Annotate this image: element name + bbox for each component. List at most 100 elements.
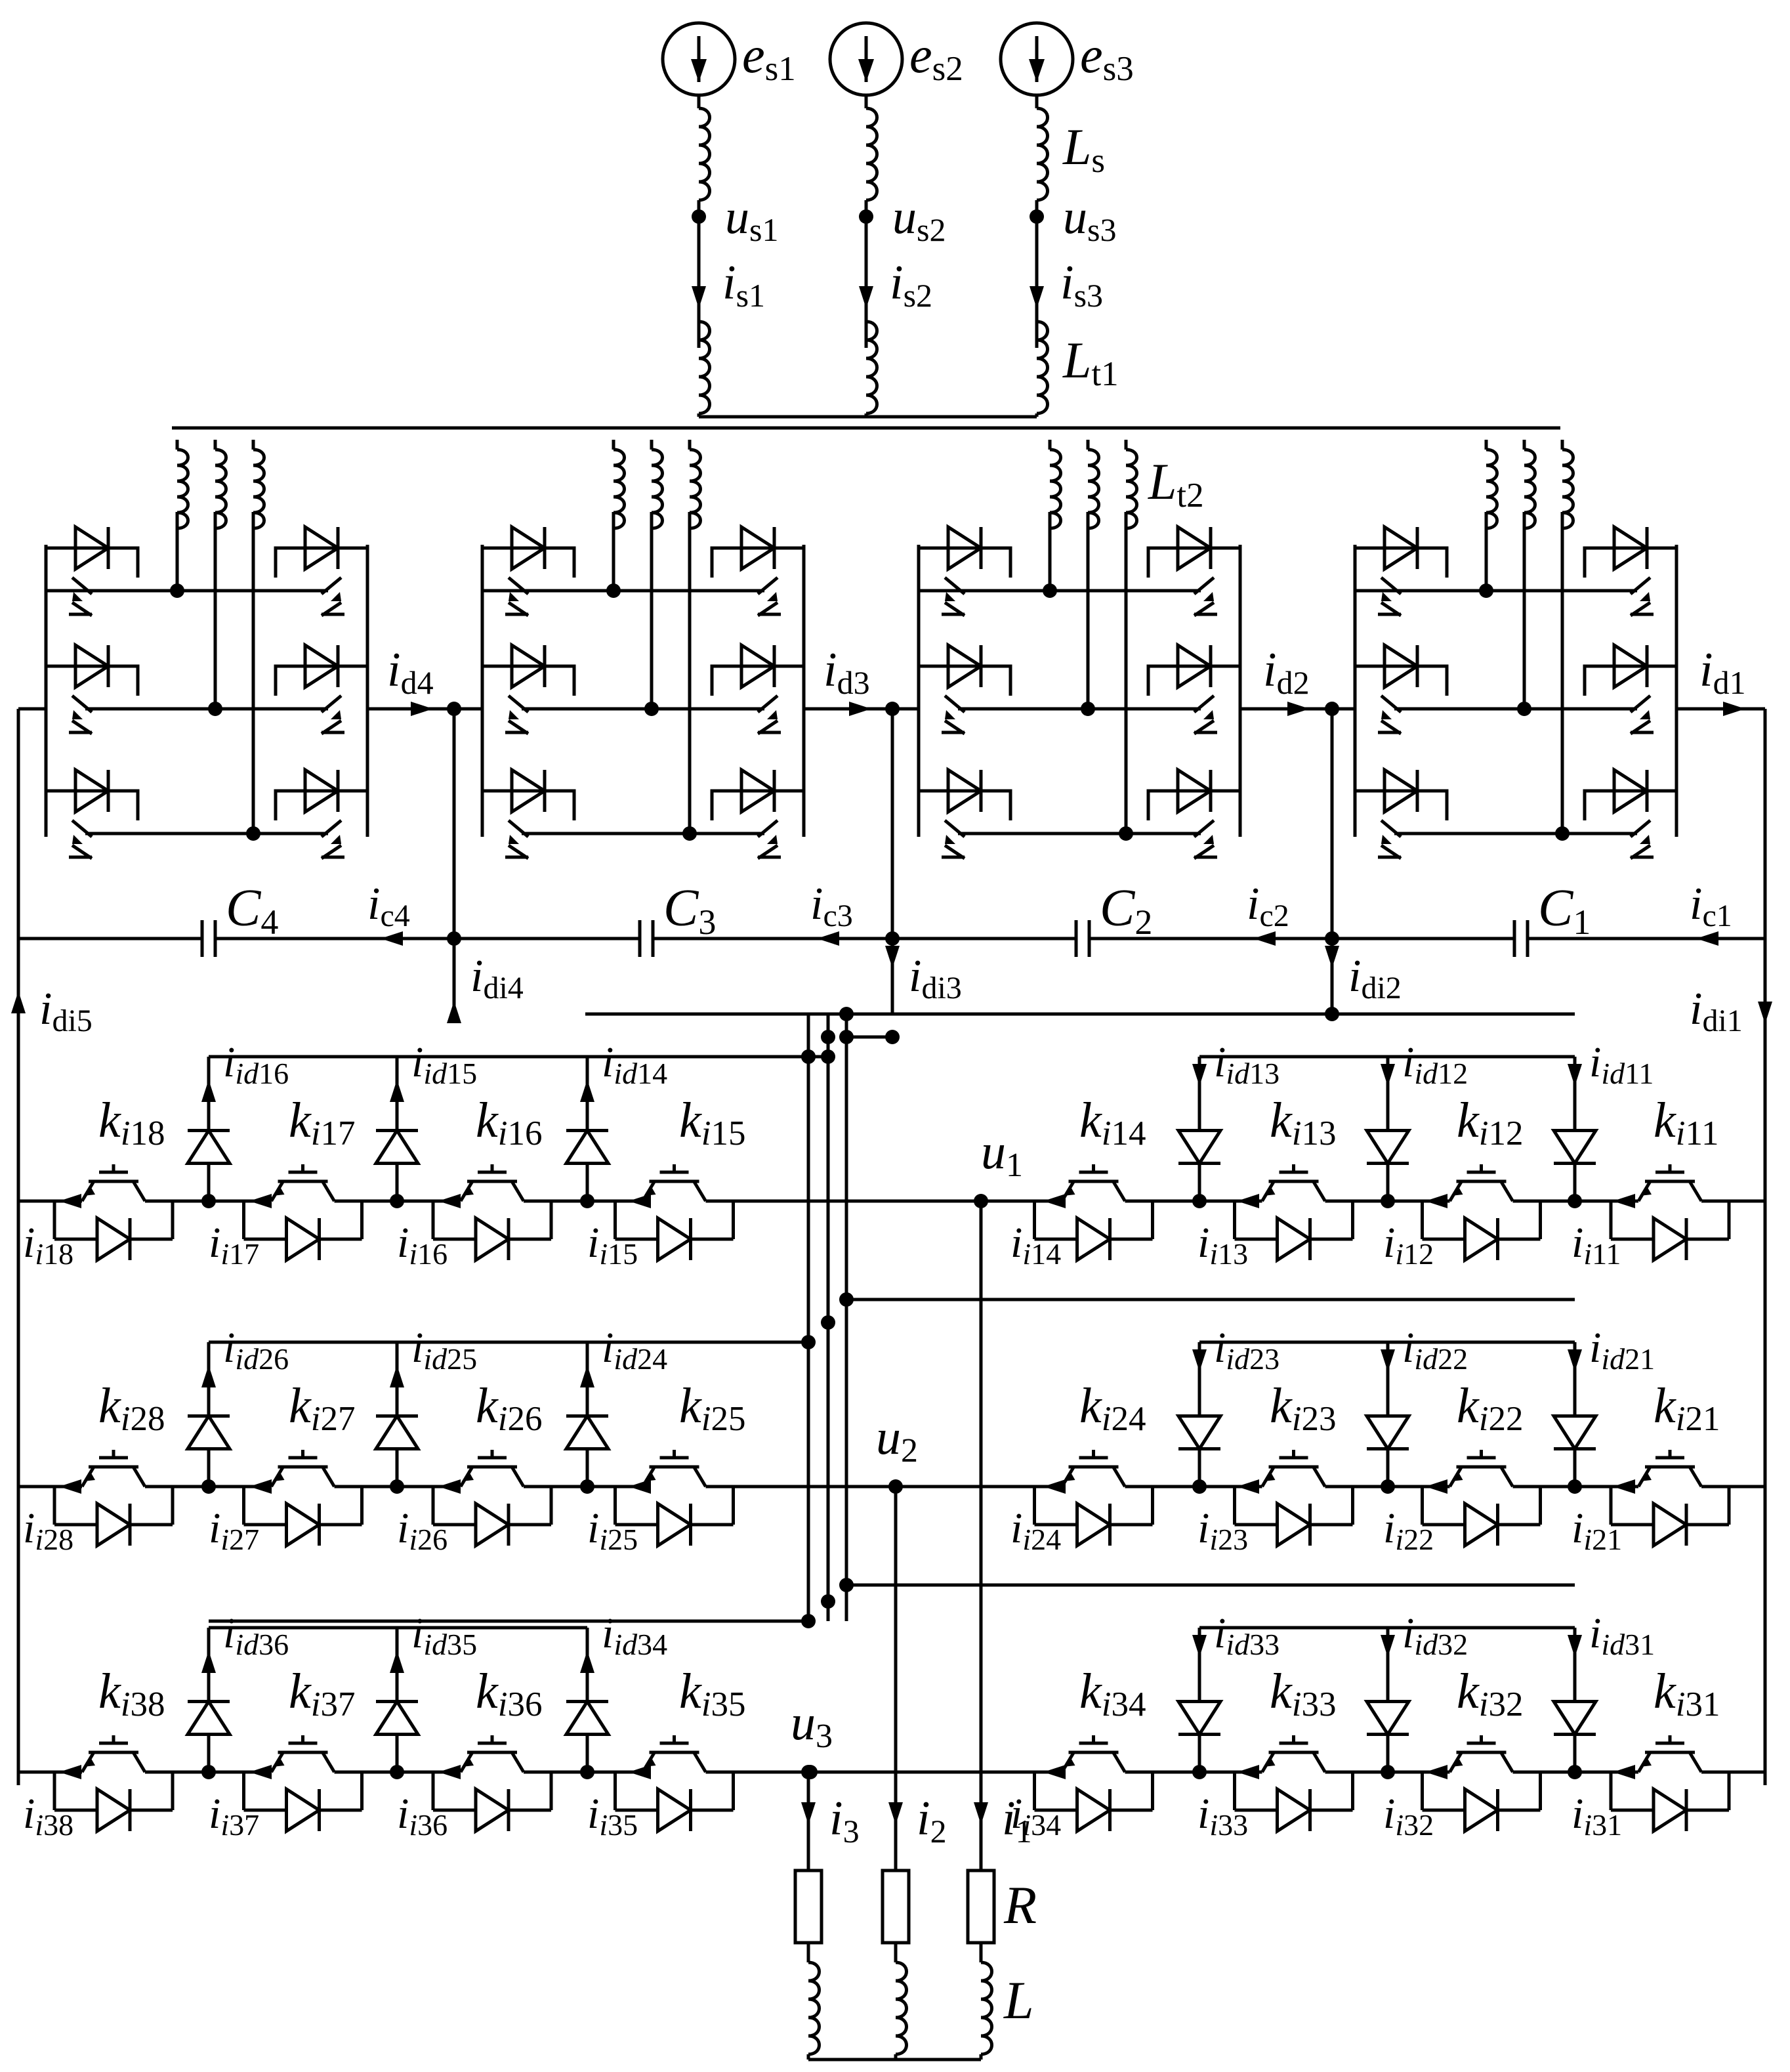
label-main: k [1079,1664,1102,1719]
cell-frame [1146,546,1242,591]
voltage-source [999,21,1075,97]
label-main: i [1010,1790,1022,1838]
label-main: k [1079,1378,1102,1433]
label-subscript: 25 [447,1342,477,1376]
igbt-collector [510,1751,526,1773]
label-main: i [602,1324,614,1372]
label-subscript: 26 [507,1400,542,1438]
antiparallel-diode [1463,1215,1501,1263]
inductor-coil [1486,448,1499,530]
inductor-coil [253,448,266,530]
label-main: i [223,1324,235,1372]
inductor-coil [1125,448,1138,530]
junction-dot [1479,583,1493,598]
label-subscript: 21 [1685,1400,1720,1438]
junction-dot [974,1194,988,1208]
label-main: C [226,879,262,937]
diode-current-arrow [1192,1635,1207,1657]
branch-current-arrow [249,1479,272,1494]
antiparallel-diode [1276,1500,1314,1549]
igbt-leg [320,819,343,838]
igbt-collector [692,1180,707,1202]
label-subscript: 13 [1301,1114,1336,1152]
label-main: i [411,1038,423,1086]
inductor-coil [177,448,190,530]
junction-dots [11,209,1772,1825]
label-subscript-prefix: i [1209,1523,1218,1556]
label-main: k [98,1664,121,1719]
branch-current-arrow [438,1194,461,1208]
label-main: i [411,1609,423,1657]
igbt-collector [1688,1466,1703,1488]
cell-frame [1146,664,1242,709]
diode-current-label: iid34 [602,1609,667,1661]
label-subscript: 33 [1249,1628,1280,1661]
dc-bus-current-arrow [1325,946,1339,968]
bridge-cell [44,664,140,736]
label-subscript: 26 [259,1342,289,1376]
junction-dot [390,1194,404,1208]
label-subscript-prefix: i [1292,1114,1302,1152]
capacitor-current-arrow [1696,931,1718,946]
label-subscript: 18 [130,1114,165,1152]
label-subscript-prefix: i [599,1237,608,1271]
label-main: i [397,1790,409,1838]
junction-dot [682,826,697,841]
junction-dot [885,1030,900,1044]
label-main: i [1383,1219,1395,1267]
cell-frame [710,789,806,834]
label-main: k [1654,1093,1676,1148]
capacitor-label: C4 [226,879,278,942]
bidirectional-switch [988,1450,1199,1525]
bridge-diode [1383,524,1421,572]
bridge-cell [480,546,576,618]
bridge-diode [303,642,341,690]
label-main: L [1148,453,1176,510]
label-subscript: 15 [447,1057,477,1090]
label-subscript: s2 [932,50,963,88]
label-subscript: 36 [417,1808,448,1842]
inductor-coil [980,1960,993,2056]
left-diode [184,1127,233,1165]
branch-current-label: ii31 [1571,1790,1622,1842]
label-main: i [39,984,52,1034]
label-subscript-prefix: i [498,1685,508,1723]
label-main: k [1457,1664,1480,1719]
label-subscript: 15 [711,1114,745,1152]
label-subscript-prefix: id [614,1342,638,1376]
label-main: i [1589,1609,1601,1657]
label-subscript-prefix: i [1676,1400,1686,1438]
label-main: i [1402,1609,1414,1657]
label-subscript: 21 [1592,1523,1622,1556]
switch-label: ki26 [476,1378,542,1438]
source-label: es2 [909,26,963,88]
label-subscript: 16 [507,1114,542,1152]
label-subscript-prefix: id [1601,1628,1625,1661]
left-diode [373,1412,421,1450]
junction-dot [1192,1479,1207,1494]
branch-current-label: ii32 [1383,1790,1434,1842]
label-subscript: s3 [1074,277,1103,314]
label-subscript-prefix: i [1102,1400,1112,1438]
bridge-cell [44,546,140,618]
igbt-leg [1193,694,1215,713]
label-subscript-prefix: i [701,1685,711,1723]
igbt-arrow [72,710,83,719]
junction-dot [1381,1479,1395,1494]
bridge-diode [1176,642,1214,690]
source-label: es1 [742,26,796,88]
junction-dot [201,1194,216,1208]
label-subscript: 23 [1249,1342,1280,1376]
igbt-arrow [1451,1756,1463,1767]
igbt-leg [1629,576,1652,595]
label-main: k [289,1093,312,1148]
label-main: i [209,1219,220,1267]
label-main: u [725,190,749,244]
label-subscript: 36 [259,1628,289,1661]
switch-label: ki34 [1079,1664,1146,1723]
label-subscript: 35 [711,1685,745,1723]
bidirectional-switch [397,1450,587,1525]
igbt-arrow [1263,1756,1276,1767]
label-main: i [1571,1504,1583,1552]
bridge-diode [303,524,341,572]
